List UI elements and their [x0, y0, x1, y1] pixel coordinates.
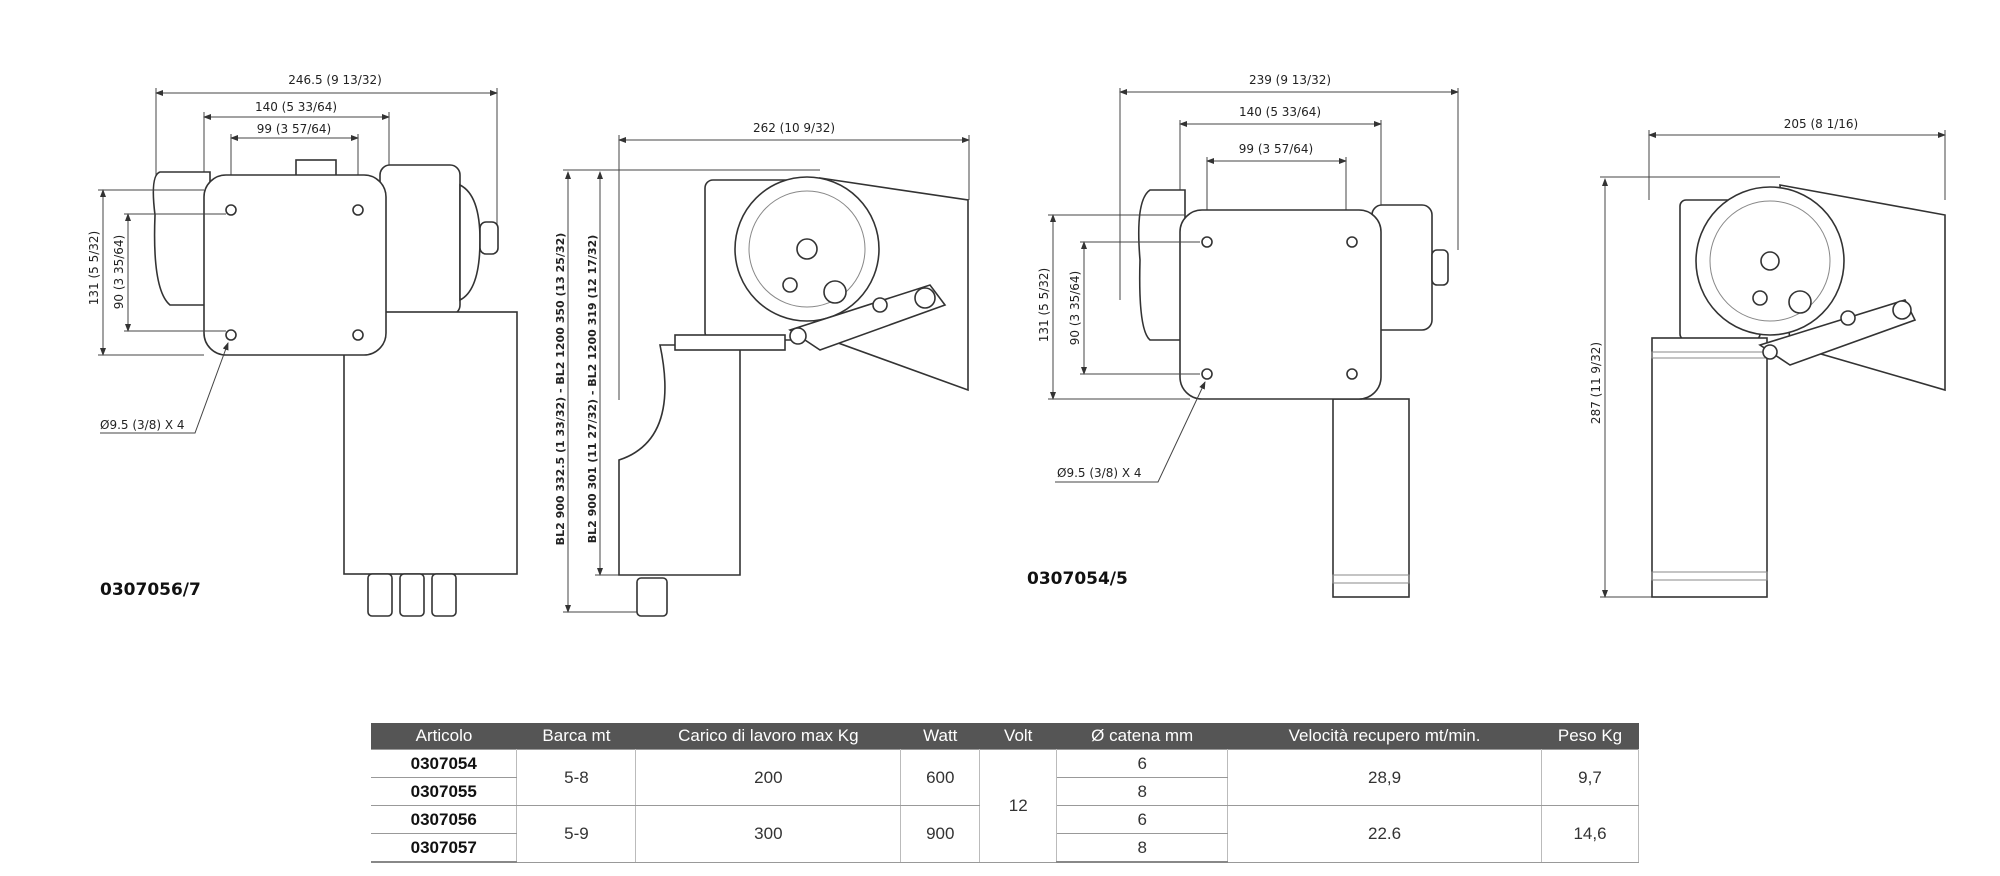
header-catena: Ø catena mm	[1056, 723, 1228, 750]
mounting-plate	[203, 174, 387, 356]
peso: 14,6	[1541, 805, 1639, 863]
dim-width: 262 (10 9/32)	[753, 121, 835, 135]
hole-note: Ø9.5 (3/8) X 4	[100, 418, 185, 432]
dim-plate-width: 140 (5 33/64)	[255, 100, 337, 114]
article-code: 0307056	[371, 805, 518, 834]
barca: 5-9	[516, 805, 637, 863]
mounting-plate	[1179, 209, 1382, 400]
table-row: 0307057 8	[371, 833, 1639, 863]
catena: 6	[1056, 749, 1229, 778]
article-code: 0307054	[371, 749, 518, 778]
peso: 9,7	[1541, 749, 1639, 806]
dim-hole-spacing-y: 90 (3 35/64)	[112, 235, 126, 309]
catena: 8	[1056, 833, 1229, 863]
barca: 5-8	[516, 749, 637, 806]
dim-plate-width: 140 (5 33/64)	[1239, 105, 1321, 119]
dim-overall-width: 239 (9 13/32)	[1249, 73, 1331, 87]
dim-height-outer: BL2 900 332.5 (1 33/32) - BL2 1200 350 (…	[554, 233, 567, 546]
side-view-0307056: 262 (10 9/32) BL2 900 332.5 (1 33/32) - …	[554, 121, 970, 617]
dim-hole-spacing-y: 90 (3 35/64)	[1068, 271, 1082, 345]
dim-width: 205 (8 1/16)	[1784, 117, 1858, 131]
model-code: 0307056/7	[100, 580, 201, 600]
front-view-0307054: 239 (9 13/32) 140 (5 33/64) 99 (3 57/64)…	[1027, 73, 1459, 598]
specs-table: Articolo Barca mt Carico di lavoro max K…	[371, 723, 1639, 863]
catena: 8	[1056, 777, 1229, 806]
header-peso: Peso Kg	[1541, 723, 1639, 750]
watt: 900	[900, 805, 981, 863]
header-velocita: Velocità recupero mt/min.	[1227, 723, 1542, 750]
dim-hole-spacing-x: 99 (3 57/64)	[1239, 142, 1313, 156]
catena: 6	[1056, 805, 1229, 834]
carico: 300	[635, 805, 902, 863]
article-code: 0307057	[371, 833, 518, 863]
velocita: 22.6	[1227, 805, 1542, 863]
header-barca: Barca mt	[516, 723, 636, 750]
header-articolo: Articolo	[371, 723, 517, 750]
table-row: 0307054 5-8 200 600 12 6 28,9 9,7	[371, 749, 1639, 863]
dim-height: 287 (11 9/32)	[1589, 342, 1603, 424]
hole-note: Ø9.5 (3/8) X 4	[1057, 466, 1142, 480]
header-volt: Volt	[979, 723, 1057, 750]
article-code: 0307055	[371, 777, 518, 806]
dim-plate-height: 131 (5 5/32)	[87, 231, 101, 305]
dim-plate-height: 131 (5 5/32)	[1037, 268, 1051, 342]
side-view-0307054: 205 (8 1/16) 287 (11 9/32)	[1589, 117, 1946, 598]
table-row: 0307056 5-9 300 900 6 22.6 14,6	[371, 805, 1639, 863]
front-view-0307056: 246.5 (9 13/32) 140 (5 33/64) 99 (3 57/6…	[87, 73, 518, 617]
cable-glands	[367, 573, 457, 617]
watt: 600	[900, 749, 981, 806]
model-code: 0307054/5	[1027, 569, 1128, 589]
dim-hole-spacing-x: 99 (3 57/64)	[257, 122, 331, 136]
dim-height-inner: BL2 900 301 (11 27/32) - BL2 1200 319 (1…	[586, 235, 599, 543]
header-watt: Watt	[900, 723, 980, 750]
dim-overall-width: 246.5 (9 13/32)	[288, 73, 382, 87]
header-carico: Carico di lavoro max Kg	[635, 723, 901, 750]
volt: 12	[979, 749, 1058, 863]
table-header: Articolo Barca mt Carico di lavoro max K…	[371, 723, 1639, 750]
velocita: 28,9	[1227, 749, 1542, 806]
carico: 200	[635, 749, 902, 806]
